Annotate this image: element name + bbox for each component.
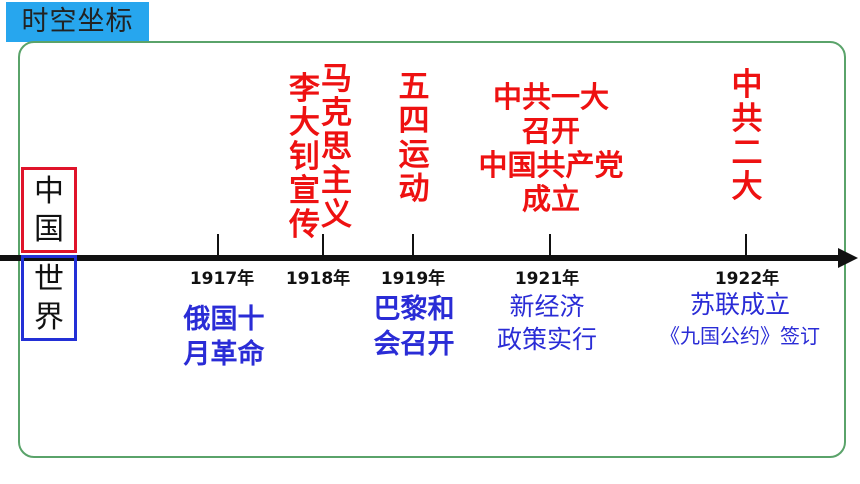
event-line: 中共一大 [492,80,609,114]
event-char: 马 [321,61,352,97]
event-paris-conference: 巴黎和 会召开 [362,292,466,362]
tick-1921 [549,234,551,256]
world-label-char: 界 [34,300,64,335]
event-may-fourth: 五 四 运 动 [397,70,431,206]
event-char: 四 [398,103,430,139]
event-char: 克 [321,95,352,131]
event-char: 中 [731,67,763,103]
event-line: 巴黎和 [373,294,455,325]
event-char: 运 [398,137,430,173]
year-label: 1922年 [714,269,780,289]
event-char: 主 [321,163,352,199]
world-label-box: 世 界 [21,255,77,341]
event-char: 共 [731,101,763,137]
event-char: 传 [289,207,320,243]
event-line: 《九国公约》签订 [660,324,820,348]
tick-1919 [412,234,414,256]
china-label-box: 中 国 [21,167,77,253]
event-line: 政策实行 [496,325,597,354]
tick-1918 [322,234,324,256]
event-char: 钊 [289,139,320,175]
event-line: 苏联成立 [689,290,790,319]
event-line: 月革命 [183,339,265,370]
year-label: 1918年 [285,269,351,289]
event-line: 新经济 [509,292,585,321]
timeline-axis [0,255,842,261]
event-october-revolution: 俄国十 月革命 [172,302,276,372]
event-first-congress: 中共一大 召开 中国共产党 成立 [466,80,636,216]
event-char: 义 [321,197,352,233]
event-char: 大 [289,105,320,141]
event-li-dazhao: 李 大 钊 宣 传 马 克 思 主 义 [289,61,353,242]
page-title: 时空坐标 [6,2,149,42]
event-line: 中国共产党 [478,148,624,182]
event-line: 成立 [521,182,580,216]
event-char: 宣 [289,173,320,209]
year-label: 1919年 [380,269,446,289]
event-line: 俄国十 [183,304,265,335]
event-line: 召开 [521,114,580,148]
tick-1922 [745,234,747,256]
year-label: 1921年 [514,269,580,289]
event-second-congress: 中 共 二 大 [730,68,764,204]
event-char: 五 [398,69,430,105]
china-label-char: 中 [34,174,64,209]
event-char: 动 [398,171,430,207]
event-char: 李 [289,71,320,107]
year-label: 1917年 [189,269,255,289]
china-label-char: 国 [34,212,64,247]
event-char: 思 [321,129,352,165]
event-new-economic-policy: 新经济 政策实行 [482,290,612,356]
event-char: 大 [731,169,763,205]
event-ussr-founded: 苏联成立 《九国公约》签订 [640,288,840,351]
event-char: 二 [731,135,763,171]
event-line: 会召开 [373,329,455,360]
timeline-frame [18,41,846,458]
world-label-char: 世 [34,262,64,297]
tick-1917 [217,234,219,256]
arrow-right-icon [838,248,858,268]
